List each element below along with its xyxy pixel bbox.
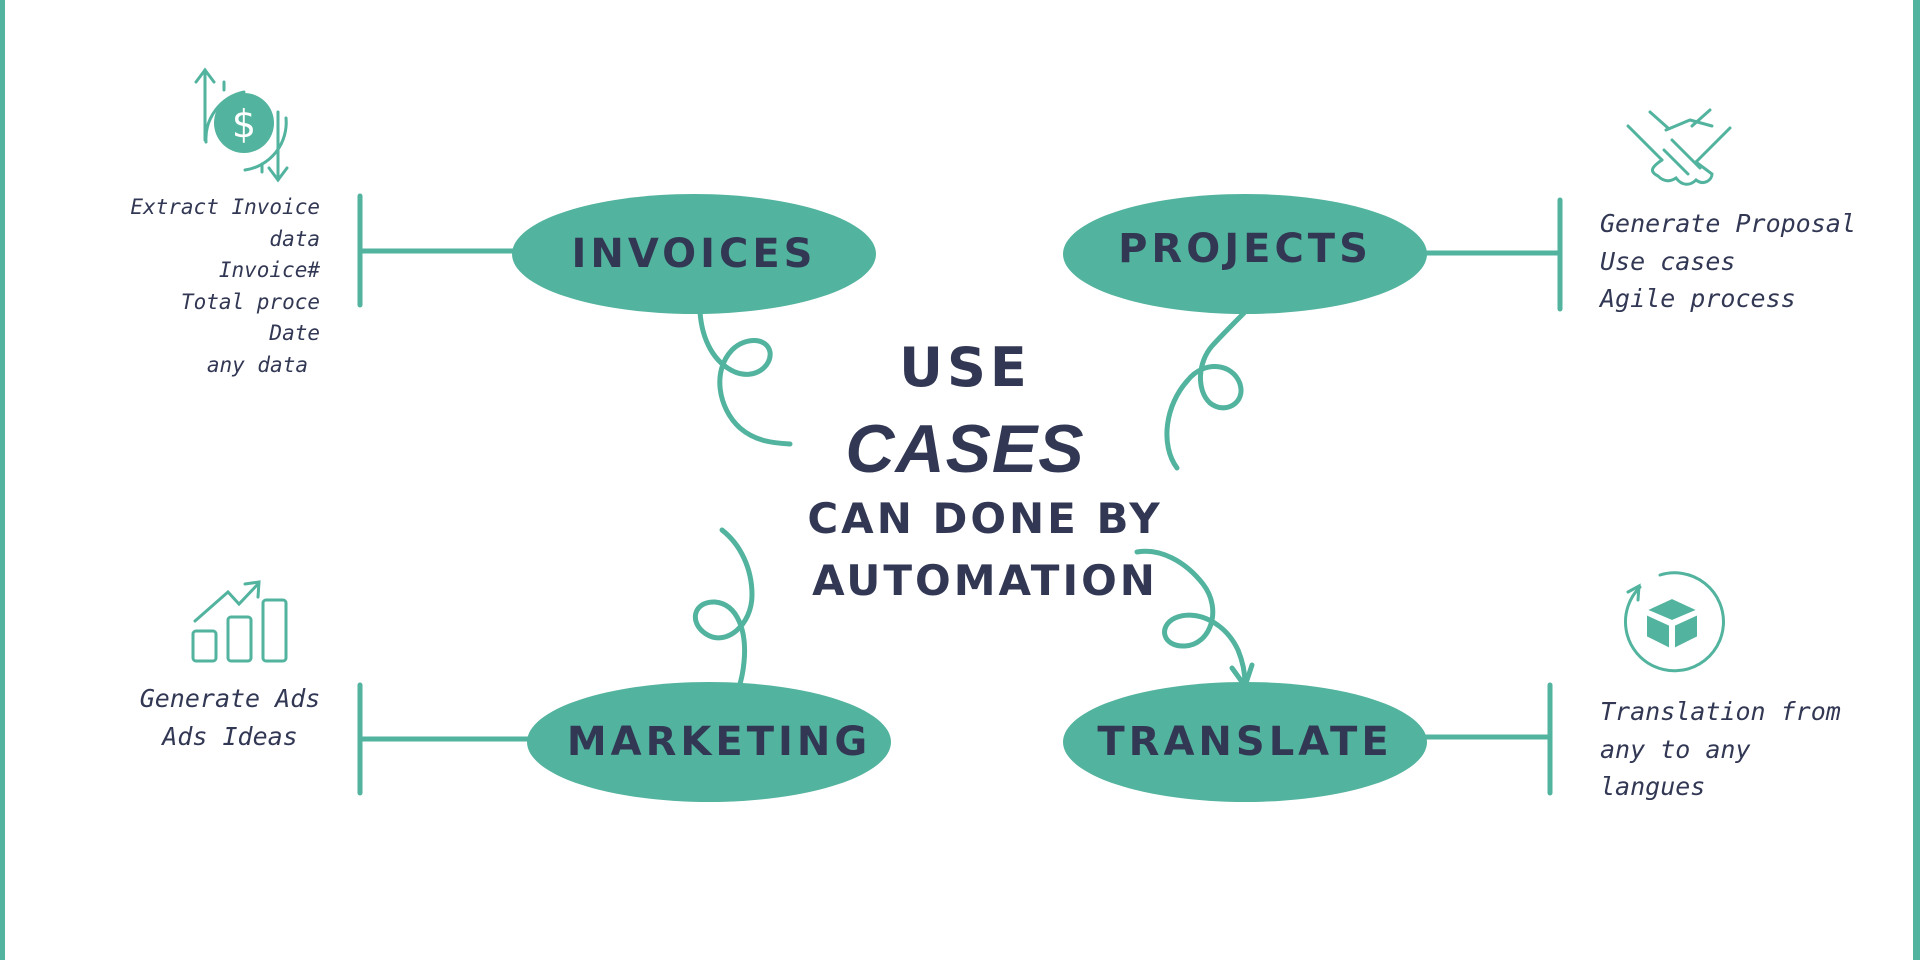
node-label-marketing: MARKETING	[566, 719, 872, 765]
note-line: Extract Invoice	[130, 195, 320, 219]
notes-invoices: Extract Invoice data Invoice# Total proc…	[130, 192, 320, 381]
connector-marketing	[357, 682, 533, 796]
package-cube	[1643, 596, 1701, 651]
note-line: Generate Proposal	[1600, 209, 1856, 238]
right-border	[1913, 0, 1920, 960]
center-subtitle-automation: AUTOMATION	[812, 556, 1158, 605]
center-title-cases: CASES	[845, 411, 1085, 487]
node-ellipse-translate	[1063, 682, 1427, 802]
node-ellipse-invoices	[512, 194, 876, 314]
left-border	[0, 0, 5, 960]
dollar-coin	[214, 93, 274, 153]
center-title-use: USE	[899, 336, 1031, 399]
node-ellipse-projects	[1063, 194, 1427, 314]
notes-translate: Translation from any to any langues	[1600, 693, 1841, 806]
swirl-projects	[1164, 310, 1247, 471]
dollar-sign-glyph: $	[232, 102, 256, 146]
note-line: Date	[269, 321, 320, 345]
center-subtitle-can: CAN DONE BY	[807, 494, 1163, 543]
swirl-translate	[1134, 548, 1248, 687]
connector-projects	[1422, 197, 1563, 312]
note-line: any to any	[1600, 734, 1751, 764]
note-line: Ads Ideas	[162, 721, 298, 751]
growth-chart-icon	[191, 580, 288, 663]
notes-projects: Generate Proposal Use cases Agile proces…	[1600, 205, 1856, 318]
node-label-invoices: INVOICES	[571, 231, 817, 277]
connector-invoices	[357, 193, 518, 308]
note-line: any data	[206, 352, 308, 377]
note-line: Invoice#	[218, 258, 320, 282]
connector-translate	[1422, 682, 1553, 796]
swirl-invoices	[697, 309, 793, 447]
notes-marketing: Generate Ads Ads Ideas	[130, 680, 330, 755]
note-line: langues	[1600, 772, 1706, 801]
handshake-icon	[1626, 108, 1732, 186]
note-line: Total proce	[180, 289, 320, 314]
note-line: data	[269, 226, 320, 251]
node-label-translate: TRANSLATE	[1097, 719, 1393, 765]
note-line: Generate Ads	[139, 684, 321, 713]
package-cycle-icon	[1624, 571, 1725, 673]
node-label-projects: PROJECTS	[1118, 226, 1372, 272]
node-ellipse-marketing	[527, 682, 891, 802]
note-line: Agile process	[1600, 284, 1796, 313]
note-line: Use cases	[1600, 246, 1736, 276]
swirl-marketing	[692, 527, 755, 690]
note-line: Translation from	[1600, 697, 1841, 726]
